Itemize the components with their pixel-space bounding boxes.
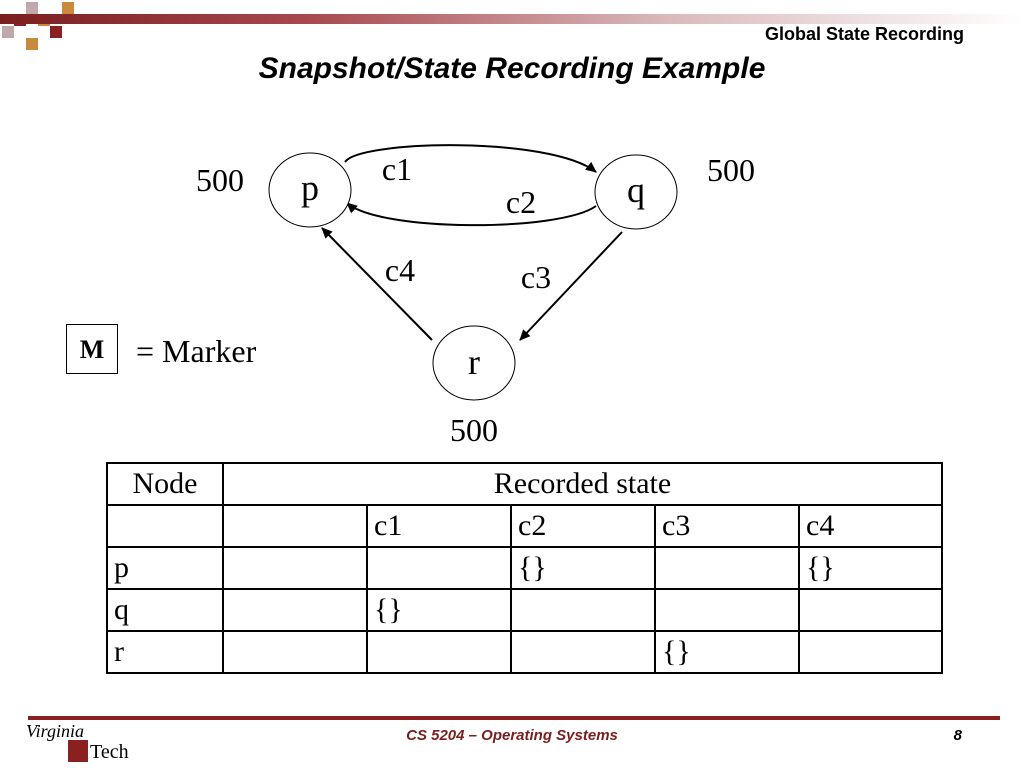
table-cell: {} — [366, 588, 512, 632]
node-p-circle — [268, 152, 352, 228]
logo-text-virginia: Virginia — [26, 721, 84, 741]
node-r-label: r — [468, 342, 480, 382]
table-header-node: Node — [106, 462, 224, 506]
page-number: 8 — [953, 727, 962, 744]
table-header-recorded: Recorded state — [222, 462, 943, 506]
table-row: q {} — [106, 588, 943, 632]
logo-text-tech: Tech — [90, 741, 129, 763]
table-header-row: Node Recorded state — [106, 462, 943, 506]
footer-divider — [28, 716, 1000, 720]
header-square — [26, 2, 38, 14]
table-row-node: q — [106, 588, 224, 632]
table-cell — [106, 504, 224, 548]
table-cell — [654, 546, 800, 590]
node-q-value: 500 — [707, 152, 755, 188]
header-square — [62, 2, 74, 14]
table-cell: {} — [654, 630, 800, 674]
channel-c3-label: c3 — [521, 259, 551, 295]
node-r-value: 500 — [450, 412, 498, 448]
table-channel-row: c1 c2 c3 c4 — [106, 504, 943, 548]
channel-c1-edge — [344, 144, 597, 173]
header-square — [50, 26, 62, 38]
process-diagram: p q r 500 500 500 c1 c2 c3 c4 — [196, 144, 755, 448]
node-p-label: p — [301, 168, 319, 208]
virginia-tech-logo: Virginia Tech — [26, 721, 129, 763]
node-q-circle — [594, 154, 678, 230]
node-p-value: 500 — [196, 162, 244, 198]
table-cell — [222, 588, 368, 632]
table-cell — [798, 588, 943, 632]
channel-c3-edge — [519, 231, 623, 341]
table-cell — [510, 588, 656, 632]
table-cell: {} — [510, 546, 656, 590]
recorded-state-table: Node Recorded state c1 c2 c3 c4 p {} {} … — [106, 462, 943, 674]
table-cell — [366, 546, 512, 590]
header-square — [26, 38, 38, 50]
logo-vt-mark — [68, 740, 88, 762]
header-bar — [0, 14, 1024, 24]
channel-c4-label: c4 — [385, 252, 415, 288]
channel-c4-edge — [321, 227, 433, 341]
table-cell — [222, 504, 368, 548]
table-cell — [798, 630, 943, 674]
marker-label: = Marker — [136, 333, 257, 369]
table-row-node: p — [106, 546, 224, 590]
table-channel-header: c4 — [798, 504, 943, 548]
slide-title: Snapshot/State Recording Example — [258, 52, 766, 85]
table-row-node: r — [106, 630, 224, 674]
header-square — [2, 26, 14, 38]
table-cell — [222, 546, 368, 590]
table-row: p {} {} — [106, 546, 943, 590]
footer-course: CS 5204 – Operating Systems — [406, 727, 618, 744]
channel-c2-label: c2 — [506, 184, 536, 220]
channel-c2-edge — [346, 202, 597, 227]
node-q-label: q — [627, 170, 645, 210]
table-cell: {} — [798, 546, 943, 590]
marker-symbol: M — [66, 324, 118, 374]
node-r-circle — [432, 325, 516, 401]
table-channel-header: c2 — [510, 504, 656, 548]
header-title: Global State Recording — [764, 24, 964, 44]
table-cell — [366, 630, 512, 674]
channel-c1-label: c1 — [382, 151, 412, 187]
table-channel-header: c1 — [366, 504, 512, 548]
table-row: r {} — [106, 630, 943, 674]
table-cell — [654, 588, 800, 632]
table-channel-header: c3 — [654, 504, 800, 548]
table-cell — [510, 630, 656, 674]
table-cell — [222, 630, 368, 674]
